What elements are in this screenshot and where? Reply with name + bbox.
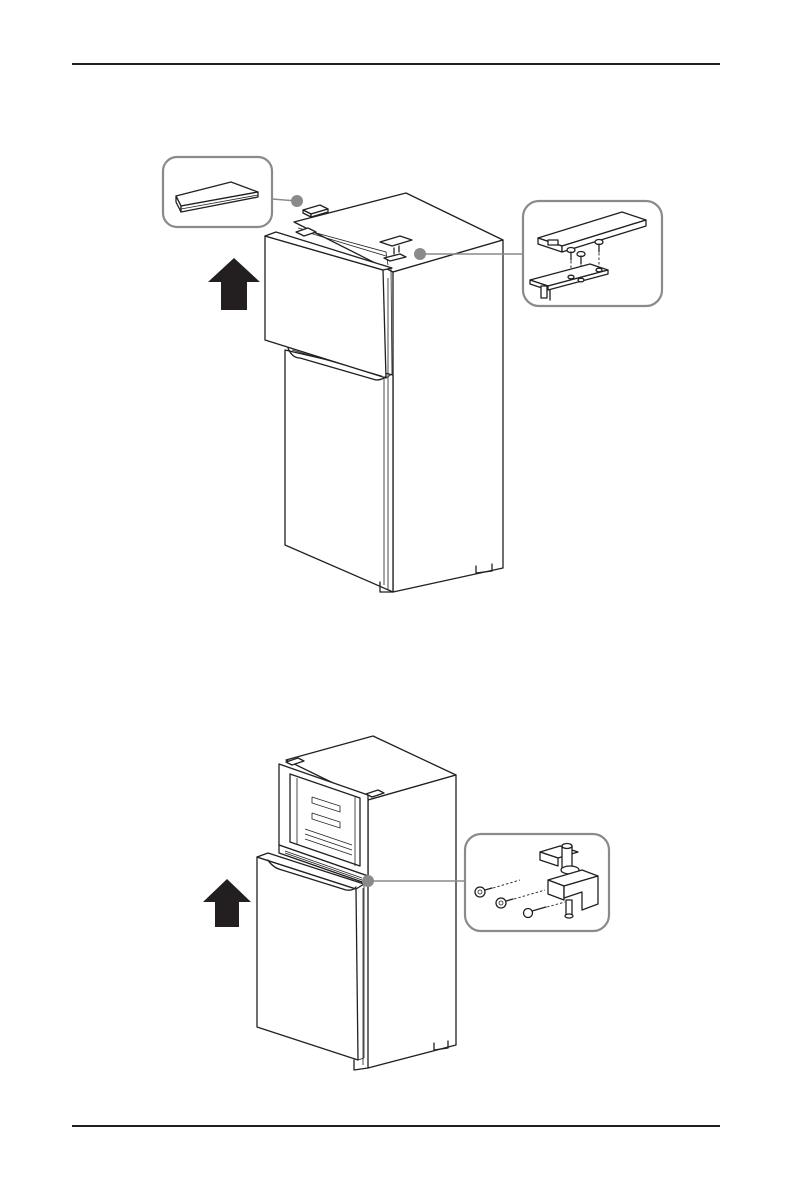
figure-top-door-removal [163,157,662,592]
fridge-door [257,853,364,1060]
up-arrow-icon [208,258,260,310]
up-arrow-icon [203,879,251,927]
figure-bottom-door-removal [203,736,609,1070]
callout-hinge-cover [163,157,303,227]
